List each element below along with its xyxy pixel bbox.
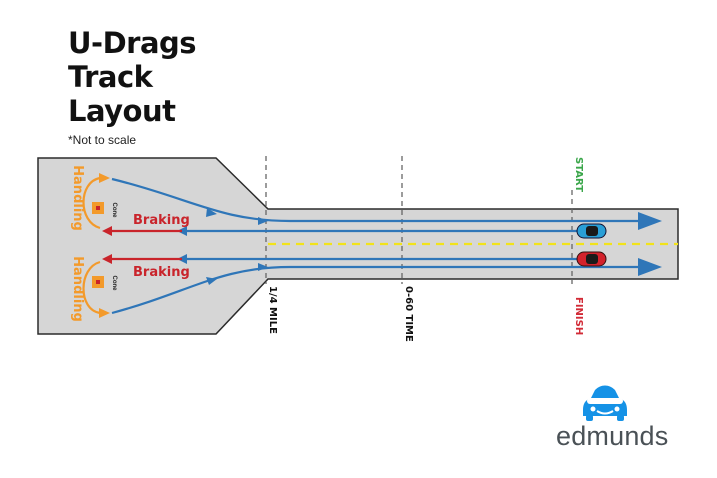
- bottom-lane-arrowhead: [638, 258, 662, 276]
- title-line-3: Layout: [68, 94, 176, 128]
- top-lane-mid-arrow: [258, 217, 268, 225]
- bottom-cone-label: Cone: [111, 276, 117, 292]
- bottom-braking-arrow: [102, 254, 112, 264]
- bottom-lane-mid-arrow: [258, 263, 268, 271]
- title-line-2: Track: [68, 60, 153, 94]
- top-lane-path: [111, 177, 640, 223]
- top-curve-arrow: [206, 208, 217, 217]
- car-face-icon: [583, 385, 627, 421]
- bottom-handling-label: Handling: [70, 256, 85, 322]
- bottom-curve-arrow: [206, 277, 217, 285]
- top-lane-arrowhead: [638, 212, 662, 230]
- top-braking-arrow: [102, 226, 112, 236]
- top-braking-label: Braking: [133, 213, 190, 228]
- scale-note: *Not to scale: [68, 133, 137, 147]
- zero-sixty-label: 0-60 TIME: [403, 286, 414, 342]
- top-handling-label: Handling: [70, 165, 85, 231]
- track-surface: [37, 157, 679, 335]
- start-label: START: [573, 157, 584, 192]
- bottom-braking-label: Braking: [133, 265, 190, 280]
- bottom-handling-arc: [82, 260, 101, 315]
- title-line-1: U-Drags: [68, 26, 197, 60]
- top-handling-arrow: [99, 173, 110, 183]
- finish-label: FINISH: [573, 297, 584, 335]
- red-car-icon: [576, 251, 607, 267]
- top-handling-arc: [82, 176, 101, 230]
- brand-logo-text: edmunds: [556, 421, 669, 451]
- quarter-mile-label: 1/4 MILE: [267, 286, 278, 334]
- top-cone-label: Cone: [111, 203, 117, 219]
- blue-car-icon: [576, 223, 607, 239]
- page-title: U-Drags Track Layout: [68, 26, 197, 128]
- bottom-handling-arrow: [99, 308, 110, 318]
